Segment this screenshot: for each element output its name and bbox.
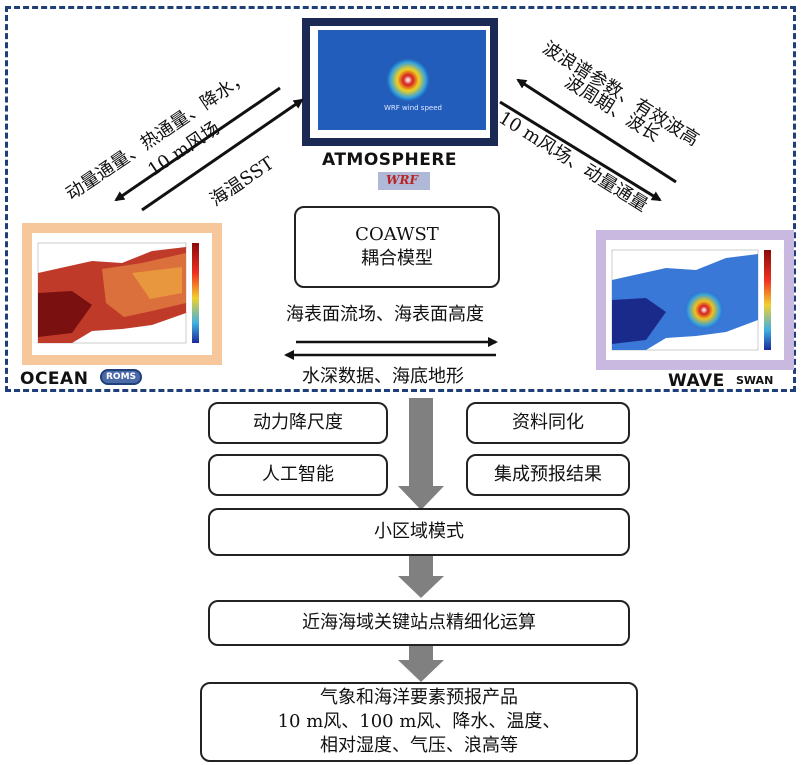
arrow-ocean-to-atm	[141, 98, 304, 212]
products-box: 气象和海洋要素预报产品 10 m风、100 m风、降水、温度、 相对湿度、气压、…	[200, 682, 638, 762]
wrf-logo: WRF	[378, 172, 430, 190]
atmosphere-map: WRF wind speed	[302, 18, 498, 146]
label-wave-to-ocean: 水深数据、海底地形	[302, 366, 464, 387]
label-ocean-to-wave: 海表面流场、海表面高度	[286, 304, 484, 325]
wave-height-field	[606, 240, 784, 360]
dynamic-downscaling-box: 动力降尺度	[208, 402, 388, 444]
atmosphere-label: ATMOSPHERE	[322, 150, 458, 170]
roms-badge: ROMS	[100, 369, 143, 385]
products-line2: 10 m风、100 m风、降水、温度、	[277, 710, 561, 732]
ocean-temperature-field	[32, 233, 212, 355]
atmosphere-wind-field: WRF wind speed	[310, 26, 490, 138]
swan-logo: SWAN	[736, 374, 774, 387]
flow-arrows	[398, 398, 444, 682]
products-line1: 气象和海洋要素预报产品	[320, 686, 518, 708]
coawst-box: COAWST 耦合模型	[294, 206, 500, 288]
ocean-map	[22, 223, 222, 365]
products-line3: 相对湿度、气压、浪高等	[320, 735, 518, 757]
coupled-system-frame	[5, 6, 796, 392]
ai-box: 人工智能	[208, 454, 388, 496]
arrow-wave-to-atm	[516, 78, 677, 184]
ocean-label: OCEAN	[20, 369, 89, 389]
coawst-subtitle: 耦合模型	[361, 248, 433, 269]
data-assimilation-box: 资料同化	[466, 402, 630, 444]
wrf-logo-text: WRF	[386, 173, 418, 187]
arrow-atm-to-ocean	[114, 86, 281, 202]
wave-label: WAVE	[668, 371, 725, 391]
station-compute-box: 近海海域关键站点精细化运算	[208, 600, 630, 646]
small-domain-box: 小区域模式	[208, 508, 630, 556]
coawst-title: COAWST	[355, 223, 439, 245]
ensemble-box: 集成预报结果	[466, 454, 630, 496]
arrow-atm-to-wave	[499, 100, 662, 202]
atmosphere-map-caption: WRF wind speed	[384, 104, 442, 112]
wave-map	[596, 230, 794, 370]
